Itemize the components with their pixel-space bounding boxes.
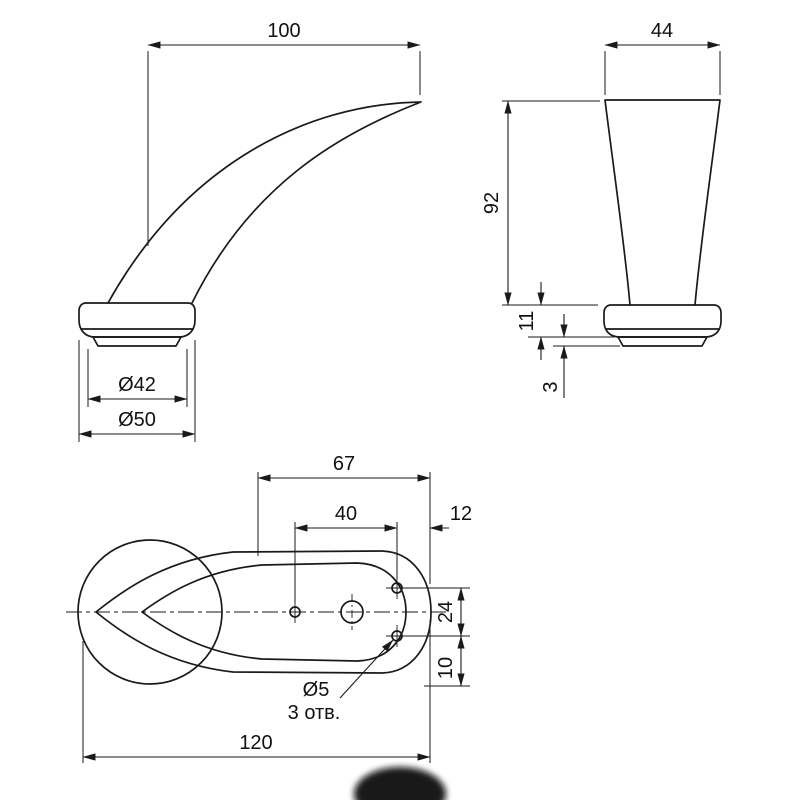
side-view: 100 Ø42 Ø50 — [78, 20, 422, 442]
plan-view: 67 40 12 24 10 Ø5 3 отв. 120 — [66, 453, 472, 763]
dim-hole-span-label: 40 — [335, 503, 357, 525]
hole-leader-line — [339, 639, 394, 699]
leg-foot — [78, 302, 196, 338]
watermark-logo — [354, 767, 446, 800]
dim-edge-offset-label: 12 — [450, 503, 472, 525]
front-view: 44 92 11 3 — [481, 20, 722, 398]
dim-front-width-label: 44 — [651, 20, 673, 42]
dim-foot-height-label: 11 — [516, 311, 538, 332]
column-foot — [603, 304, 722, 338]
hole-count-label: 3 отв. — [288, 702, 341, 724]
foot-pad — [617, 336, 708, 347]
dim-overall-length-label: 120 — [239, 732, 272, 754]
dim-bottom-offset-label: 10 — [435, 657, 457, 679]
dim-outer-diameter-label: Ø50 — [118, 409, 156, 431]
dim-side-width-label: 100 — [267, 20, 300, 42]
column-outline — [604, 99, 721, 306]
dim-height-label: 92 — [481, 192, 503, 214]
dim-plate-length-label: 67 — [333, 453, 355, 475]
dim-hole-pair-span-label: 24 — [435, 601, 457, 623]
foot-pad — [92, 336, 182, 347]
leg-profile-curves — [107, 101, 422, 304]
dim-inner-diameter-label: Ø42 — [118, 374, 156, 396]
hole-diameter-label: Ø5 — [303, 679, 330, 701]
dim-pad-thickness-label: 3 — [540, 381, 562, 392]
